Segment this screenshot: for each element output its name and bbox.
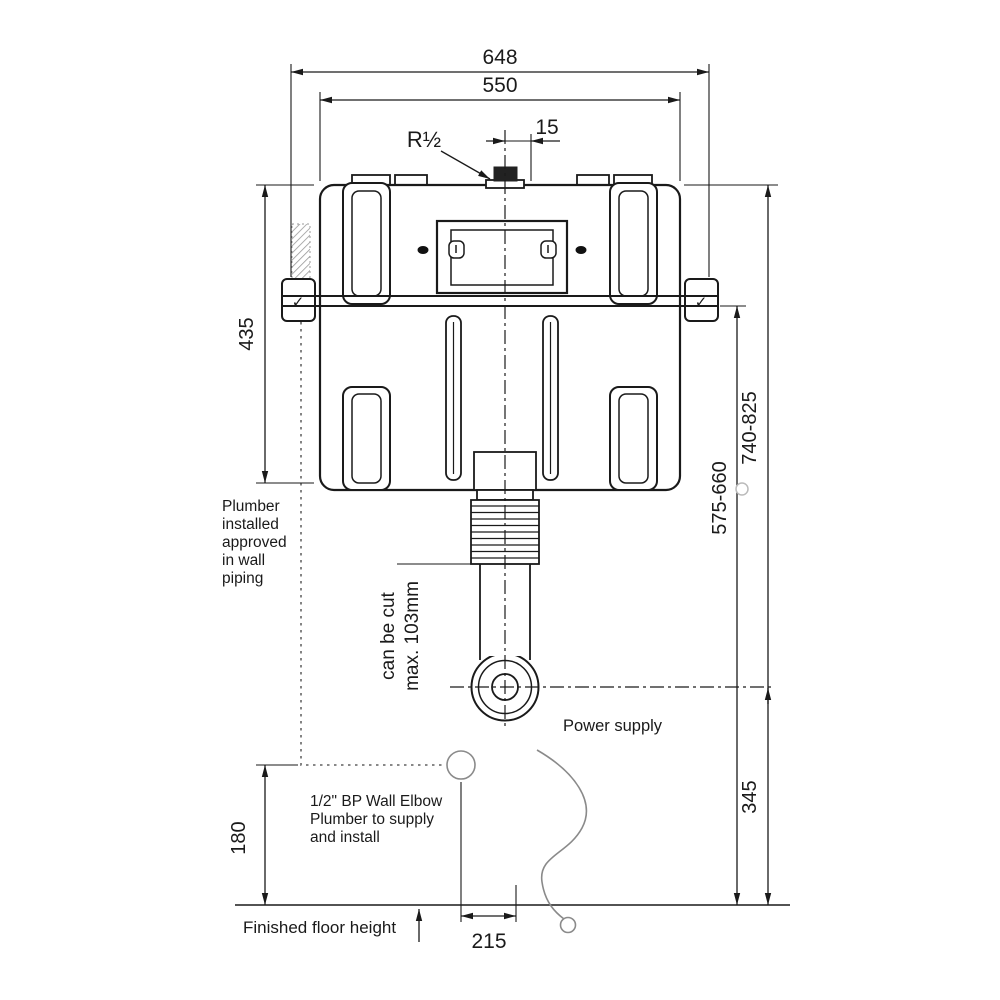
wall-elbow-note-line1: 1/2" BP Wall Elbow xyxy=(310,793,443,810)
power-cable-plug xyxy=(559,916,577,934)
dim-435-label: 435 xyxy=(236,317,258,350)
mounting-slot-top-left xyxy=(342,182,391,305)
dimension-740-825: 740-825 xyxy=(684,184,778,905)
plumber-note-line5: piping xyxy=(222,570,263,587)
wall-elbow-note: 1/2" BP Wall Elbow Plumber to supply and… xyxy=(310,793,443,846)
thread-size-label: R½ xyxy=(407,127,441,152)
dim-180-label: 180 xyxy=(228,821,250,854)
dim-345-label: 345 xyxy=(739,780,761,813)
small-circle-marker xyxy=(735,482,749,496)
mounting-slot-bottom-right xyxy=(609,386,658,491)
plumber-note: Plumber installed approved in wall pipin… xyxy=(222,498,287,587)
power-cable xyxy=(536,749,588,920)
access-panel xyxy=(417,219,587,295)
dimension-180: 180 xyxy=(228,764,298,905)
internal-tube-right xyxy=(542,315,559,481)
wall-piping-dotted-line xyxy=(300,322,446,766)
power-supply-label: Power supply xyxy=(563,717,663,735)
plumber-note-line1: Plumber xyxy=(222,498,280,515)
plumber-note-line4: in wall xyxy=(222,552,265,569)
fixing-dot-left xyxy=(417,246,429,254)
plumber-note-line3: approved xyxy=(222,534,287,551)
cut-note-line1: can be cut xyxy=(378,591,399,679)
dimension-345: 345 xyxy=(739,688,772,814)
dimension-435: 435 xyxy=(236,184,314,484)
cistern-body: ✓ ✓ xyxy=(281,166,719,492)
dimension-550: 550 xyxy=(319,74,681,181)
dimension-215: 215 xyxy=(460,782,517,953)
dim-15-label: 15 xyxy=(535,116,558,139)
dim-215-label: 215 xyxy=(471,930,506,953)
wall-elbow-note-line3: and install xyxy=(310,829,380,846)
centerlines xyxy=(450,130,775,728)
dim-740-825-label: 740-825 xyxy=(739,391,761,464)
fixing-dot-right xyxy=(575,246,587,254)
dimension-15: 15 xyxy=(486,116,560,181)
floor-label: Finished floor height xyxy=(243,918,396,937)
dim-648-label: 648 xyxy=(482,46,517,69)
internal-tube-left xyxy=(445,315,462,481)
fixing-plate-right xyxy=(684,278,719,322)
wall-elbow-circle xyxy=(446,750,476,780)
mounting-slot-bottom-left xyxy=(342,386,391,491)
finished-floor: Finished floor height xyxy=(235,904,790,942)
plumber-note-line2: installed xyxy=(222,516,279,533)
dimension-575-660: 575-660 xyxy=(709,305,746,905)
inlet-thread-callout: R½ xyxy=(407,127,491,180)
supply-items xyxy=(446,482,749,934)
dimension-648: 648 xyxy=(290,46,710,277)
wall-elbow-note-line2: Plumber to supply xyxy=(310,811,434,828)
cut-note-line2: max. 103mm xyxy=(402,581,423,691)
clip-icon: ✓ xyxy=(695,294,708,311)
fixing-plate-left xyxy=(281,278,316,322)
dim-575-660-label: 575-660 xyxy=(709,461,731,534)
cut-note: can be cut max. 103mm xyxy=(378,581,423,691)
dim-550-label: 550 xyxy=(482,74,517,97)
mounting-slot-top-right xyxy=(609,182,658,305)
clip-icon: ✓ xyxy=(292,294,305,311)
